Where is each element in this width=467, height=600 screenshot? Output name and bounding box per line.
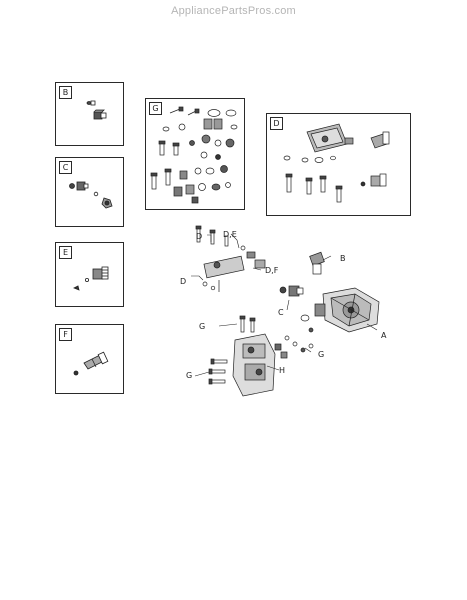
callout-d-f: D,F	[265, 266, 279, 275]
kit-e-box: E	[55, 242, 124, 307]
kit-e-label: E	[59, 246, 72, 259]
kit-f-label: F	[59, 328, 72, 341]
kit-g-label: G	[149, 102, 162, 115]
kit-f-parts-illustration	[73, 351, 109, 376]
kit-b-label: B	[59, 86, 72, 99]
kit-f-box: F	[55, 324, 124, 394]
callout-c: C	[278, 308, 284, 317]
kit-c-box: C	[55, 157, 124, 227]
kit-b-box: B	[55, 82, 124, 146]
kit-d-label: D	[270, 117, 283, 130]
callout-b: B	[340, 254, 346, 263]
kit-c-label: C	[59, 161, 72, 174]
callout-h: H	[279, 366, 286, 375]
callout-g-mid: G	[199, 322, 206, 331]
kit-e-parts-illustration	[73, 266, 109, 291]
kit-d-box: D	[266, 113, 411, 216]
kit-d-parts-illustration	[283, 123, 390, 203]
kit-g-box: G	[145, 98, 245, 210]
callout-g-right: G	[318, 350, 325, 359]
callout-g-low: G	[186, 371, 193, 380]
kit-b-parts-illustration	[86, 100, 107, 120]
kit-g-parts-illustration	[150, 106, 238, 204]
callout-d-top: D	[196, 232, 203, 241]
kit-c-parts-illustration	[69, 181, 113, 209]
watermark: AppliancePartsPros.com	[171, 5, 296, 17]
callout-d-e: D,E	[223, 230, 237, 239]
callout-a: A	[381, 331, 387, 340]
pump-assembly-illustration	[191, 225, 380, 397]
callout-d-left: D	[180, 277, 187, 286]
